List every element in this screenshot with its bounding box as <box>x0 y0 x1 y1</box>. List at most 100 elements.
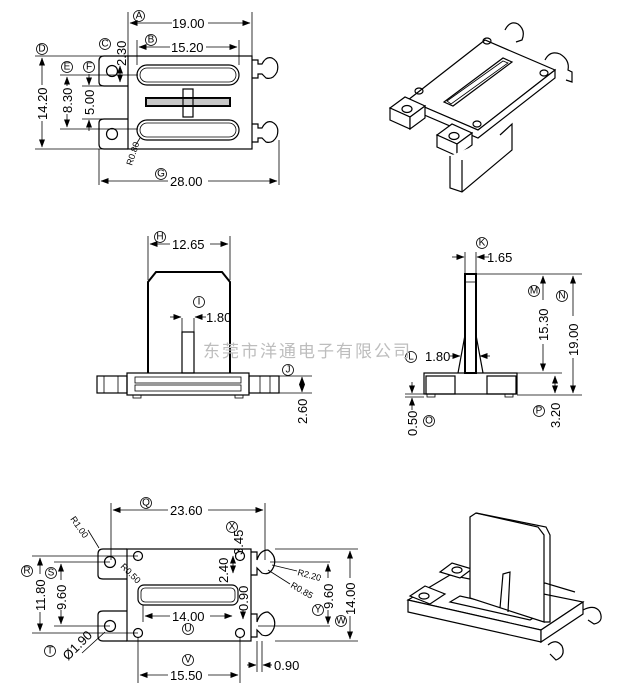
left-hook-profile <box>96 375 128 394</box>
svg-text:P: P <box>536 406 543 417</box>
label-K <box>476 237 488 249</box>
dim-P-value: 3.20 <box>548 403 563 428</box>
label-E <box>61 61 73 73</box>
svg-text:H: H <box>156 232 163 243</box>
radius-r100: R1.00 <box>68 514 90 539</box>
svg-text:K: K <box>479 238 486 249</box>
dim-L-value: 1.80 <box>425 349 450 364</box>
dim-N-value: 19.00 <box>566 323 581 356</box>
svg-text:N: N <box>558 291 565 302</box>
svg-text:R: R <box>23 566 30 577</box>
dim-G-value: 28.00 <box>170 174 203 189</box>
side-view: 1.65 K 1.80 L 15.30 M 19.00 N 0.50 O <box>405 237 582 436</box>
dim-D-value: 14.20 <box>35 87 50 120</box>
label-X <box>226 521 238 533</box>
dim-S-value: 9.60 <box>54 585 69 610</box>
dim-0-90-vertical: 0.90 <box>236 586 251 611</box>
center-post <box>182 88 194 118</box>
label-I <box>193 296 205 308</box>
svg-text:G: G <box>157 169 165 180</box>
svg-text:D: D <box>38 44 45 55</box>
svg-text:S: S <box>48 568 55 579</box>
label-S <box>45 567 57 579</box>
label-V <box>182 654 194 666</box>
label-G <box>155 168 167 180</box>
bottom-slot <box>137 584 239 606</box>
label-Q <box>140 497 152 509</box>
dim-A-value: 19.00 <box>172 16 205 31</box>
isometric-view-bottom <box>406 512 602 661</box>
dim-2-40-value: 2.40 <box>216 558 231 583</box>
dim-K-value: 1.65 <box>487 250 512 265</box>
bottom-view: 23.60 Q R1.00 R0.50 11.80 R 9.60 S Ø1.90… <box>21 497 358 683</box>
base <box>126 372 250 396</box>
svg-text:X: X <box>229 522 236 533</box>
svg-text:V: V <box>185 655 192 666</box>
label-L <box>405 351 417 363</box>
label-W <box>335 615 347 627</box>
label-O <box>423 415 435 427</box>
label-U <box>182 623 194 635</box>
label-T <box>44 645 56 657</box>
label-B <box>145 34 157 46</box>
svg-text:Y: Y <box>315 605 322 616</box>
svg-text:J: J <box>286 365 291 376</box>
dim-I-value: 1.80 <box>206 310 231 325</box>
pin-hole <box>234 627 246 639</box>
dim-W-value: 14.00 <box>343 582 358 615</box>
dim-V-value: 15.50 <box>170 668 203 683</box>
dim-M-value: 15.30 <box>536 308 551 341</box>
mount-hole <box>105 127 119 141</box>
dim-U-value: 14.00 <box>172 609 205 624</box>
label-R <box>21 565 33 577</box>
hook-top <box>252 57 279 79</box>
radius-r050: R0.50 <box>119 561 143 585</box>
side-base <box>423 372 518 395</box>
svg-text:F: F <box>86 62 92 73</box>
company-watermark: 东莞市洋通电子有限公司 <box>203 342 412 362</box>
svg-text:A: A <box>136 11 143 22</box>
bottom-view-body <box>126 548 252 642</box>
svg-text:B: B <box>148 35 155 46</box>
dim-B-value: 15.20 <box>171 40 204 55</box>
dim-0-90-horizontal: 0.90 <box>274 658 299 673</box>
top-view-body <box>127 55 253 150</box>
svg-text:T: T <box>47 646 53 657</box>
dim-F-value: 5.00 <box>82 90 97 115</box>
rib <box>181 331 195 374</box>
dim-O-value: 0.50 <box>405 411 420 436</box>
label-C <box>99 38 111 50</box>
dim-E-value: 8.30 <box>60 88 75 113</box>
svg-text:E: E <box>64 62 71 73</box>
dim-X-value: 3.45 <box>231 530 246 555</box>
slot-bottom <box>136 119 240 141</box>
svg-text:C: C <box>101 39 108 50</box>
label-A <box>133 10 145 22</box>
front-view: 12.65 H 1.80 I 2.60 J <box>96 231 312 424</box>
hook-bottom <box>252 121 279 143</box>
dim-R-value: 11.80 <box>33 579 48 611</box>
dim-Q-value: 23.60 <box>170 503 203 518</box>
svg-text:U: U <box>184 624 191 635</box>
top-view: 19.00 A 15.20 B 2.30 C 14.20 D 8.30 E <box>34 10 280 189</box>
label-H <box>154 231 166 243</box>
label-J <box>282 364 294 376</box>
svg-text:Q: Q <box>142 498 150 509</box>
center-bar <box>145 97 231 107</box>
svg-text:O: O <box>425 416 433 427</box>
label-F <box>83 61 95 73</box>
blade-edge <box>464 273 477 374</box>
dim-C-value: 2.30 <box>114 41 129 66</box>
radius-label: R0.80 <box>124 141 141 167</box>
radius-r085: R0.85 <box>289 580 315 601</box>
svg-text:I: I <box>198 297 201 308</box>
svg-text:W: W <box>336 616 346 627</box>
dim-H-value: 12.65 <box>172 237 205 252</box>
top-view-ear-bottom <box>98 118 128 150</box>
label-P <box>533 405 545 417</box>
isometric-view-top <box>388 22 573 193</box>
blade-outline <box>147 271 231 373</box>
label-M <box>528 285 540 297</box>
svg-text:M: M <box>530 286 538 297</box>
